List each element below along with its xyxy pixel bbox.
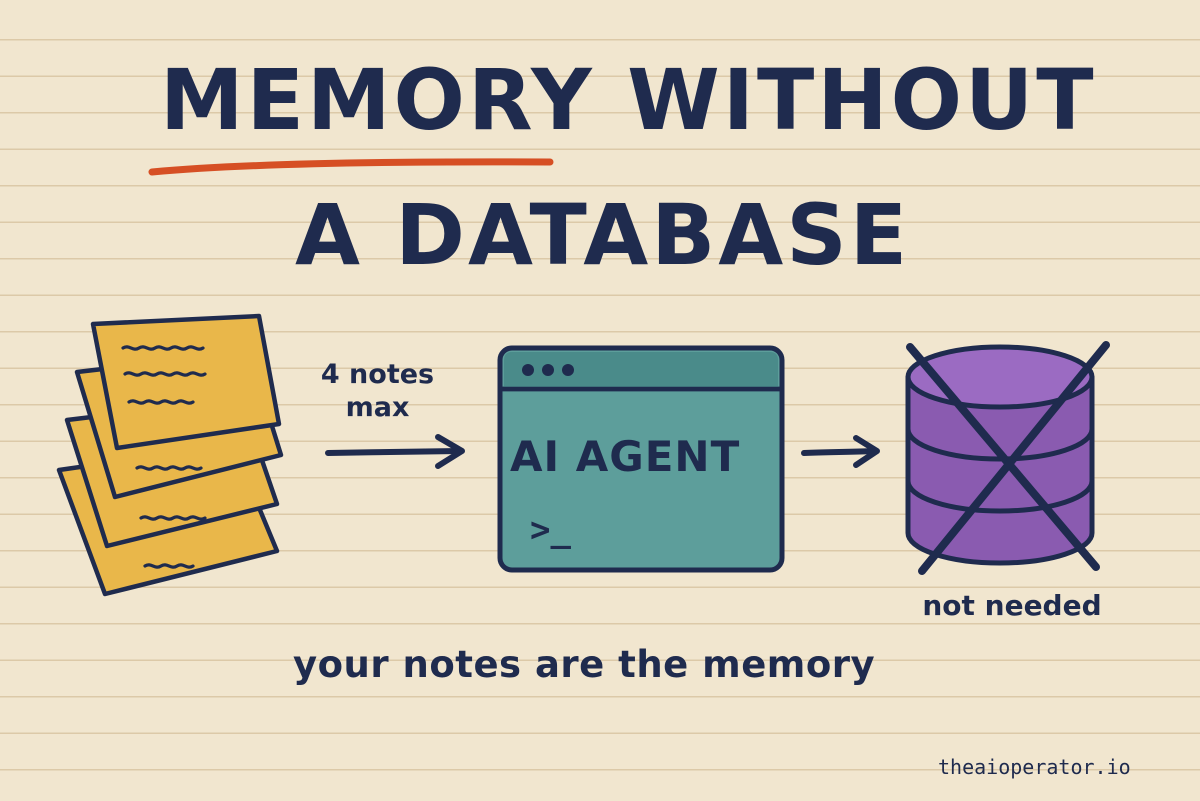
not-needed-label: not needed — [922, 589, 1102, 622]
notes-limit-label: 4 notes max — [300, 358, 455, 424]
database-crossed-icon — [905, 341, 1110, 575]
sticky-notes-stack-icon — [56, 313, 284, 597]
footer-url: theaioperator.io — [938, 755, 1131, 779]
title-line-1: MEMORY WITHOUT — [160, 58, 1097, 142]
terminal-window-icon — [497, 345, 785, 573]
arrow-right-icon — [325, 434, 465, 469]
notes-limit-line-1: 4 notes — [320, 359, 435, 390]
title-underline — [148, 158, 554, 176]
caption: your notes are the memory — [293, 643, 876, 686]
terminal-prompt: >_ — [530, 510, 571, 550]
title-word-without: WITHOUT — [627, 51, 1097, 149]
arrow-right-icon — [801, 435, 880, 468]
agent-label: AI AGENT — [510, 432, 741, 481]
title-line-2: A DATABASE — [295, 186, 911, 284]
title-word-memory: MEMORY — [160, 51, 595, 149]
notes-limit-line-2: max — [345, 392, 410, 423]
